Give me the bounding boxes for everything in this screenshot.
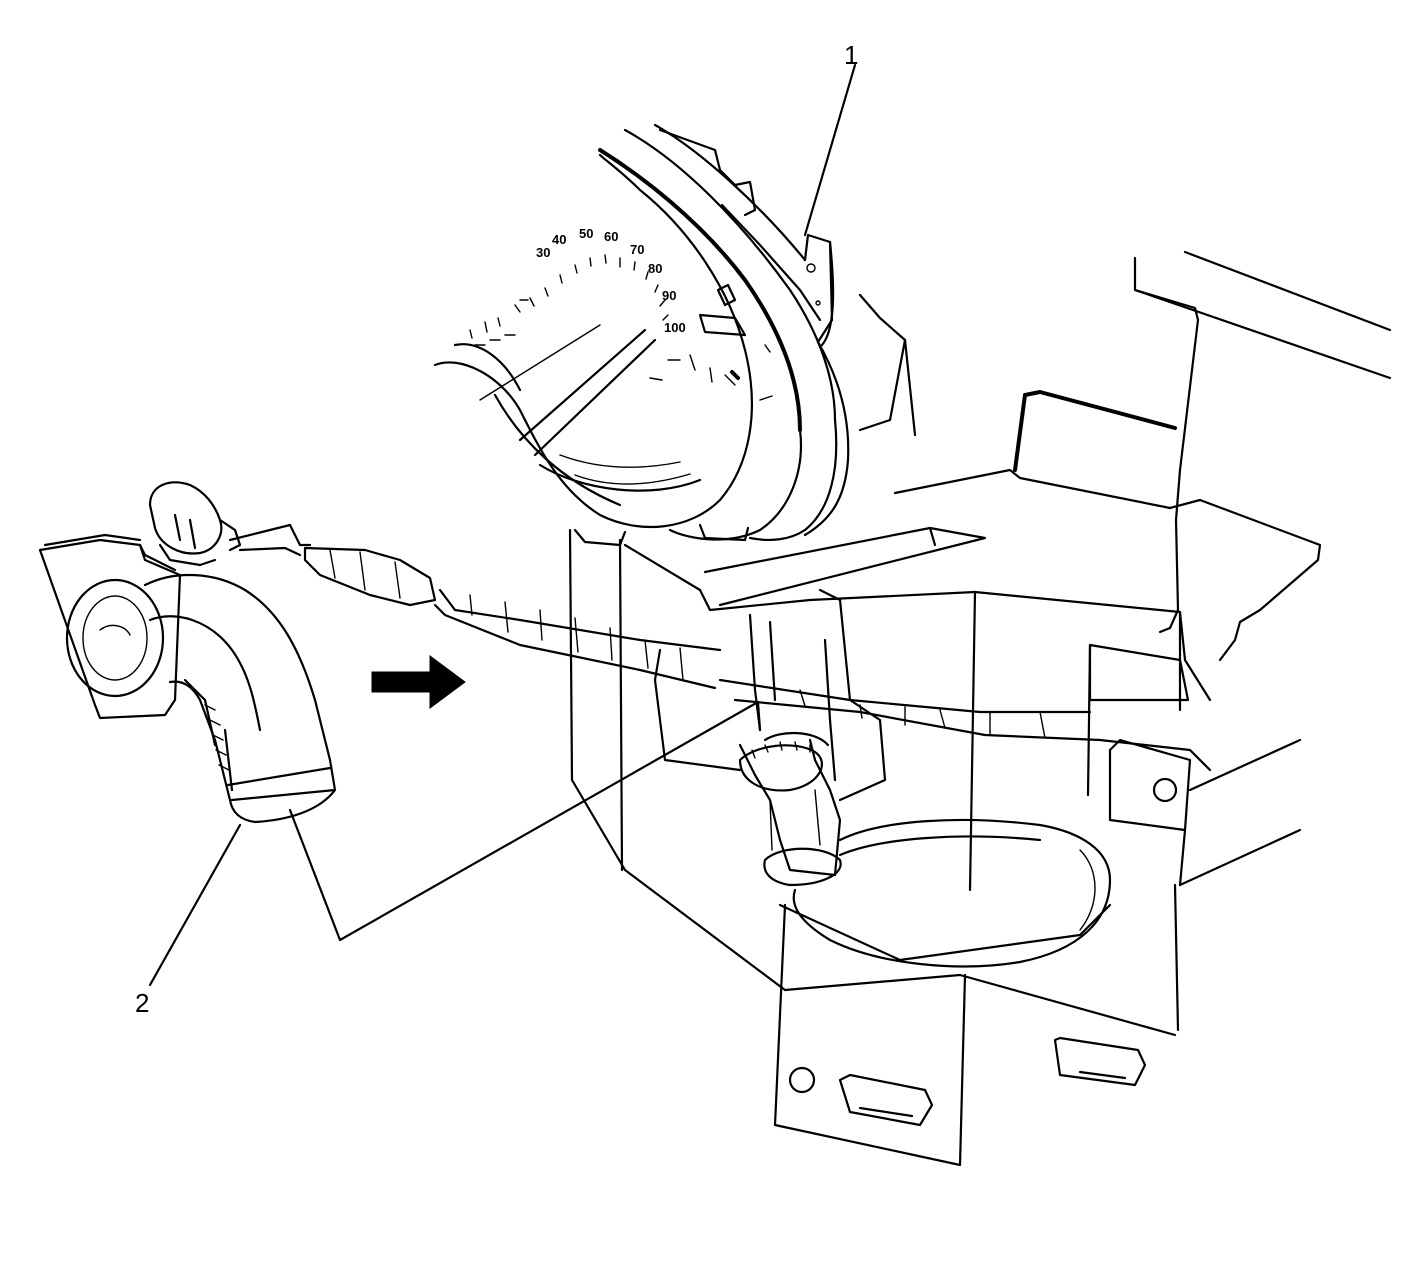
instrument-cluster: 30 40 50 60 70 80 90 100 [433, 123, 850, 547]
callout-1: 1 [844, 40, 859, 70]
leader-lines [148, 63, 857, 987]
sensor-assembly [38, 481, 337, 824]
dial-tick-80: 80 [648, 261, 662, 276]
leader-line-1 [803, 63, 857, 237]
dial-tick-40: 40 [552, 232, 566, 247]
install-direction-arrow-icon [371, 655, 466, 709]
dial-tick-100: 100 [664, 320, 686, 335]
dial-tick-30: 30 [536, 245, 550, 260]
dial-tick-90: 90 [662, 288, 676, 303]
installation-guide-line [288, 700, 760, 942]
wire-harness [228, 523, 1112, 968]
dial-tick-70: 70 [630, 242, 644, 257]
leader-line-2 [148, 823, 242, 987]
callout-2: 2 [135, 988, 150, 1018]
dial-tick-50: 50 [579, 226, 593, 241]
dial-tick-60: 60 [604, 229, 618, 244]
dash-carrier-structure [568, 250, 1392, 1167]
